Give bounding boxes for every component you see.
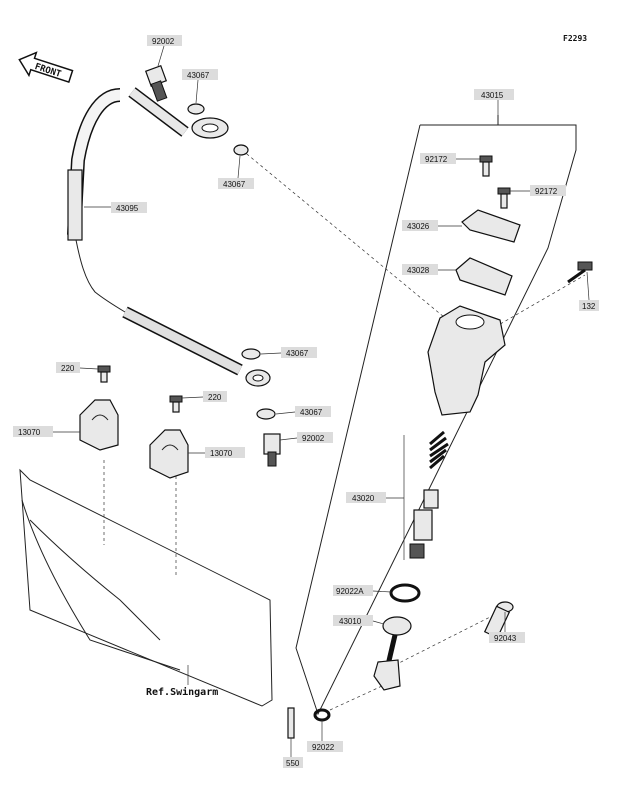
svg-text:220: 220	[208, 393, 222, 402]
label-13070-a: 13070	[13, 426, 80, 437]
clevis-pin	[483, 601, 514, 639]
label-43026: 43026	[402, 220, 462, 231]
label-92002-top: 92002	[147, 35, 182, 67]
label-43067-a: 43067	[218, 155, 254, 189]
front-arrow-icon: FRONT	[18, 51, 74, 83]
label-92172-b: 92172	[510, 185, 566, 196]
svg-text:92022A: 92022A	[336, 587, 364, 596]
brake-hose	[67, 88, 271, 387]
hose-clamp-a	[79, 399, 119, 451]
banjo-fitting-top	[128, 87, 229, 139]
washer-92022	[313, 708, 331, 722]
label-550: 550	[283, 738, 303, 768]
label-92043: 92043	[489, 612, 525, 643]
label-43067-b: 43067	[260, 347, 317, 358]
label-43067-c: 43067	[275, 406, 331, 417]
bolt-92172-b	[497, 187, 511, 209]
bolt-132	[567, 261, 593, 284]
svg-text:220: 220	[61, 364, 75, 373]
washer-43067-b	[241, 348, 261, 360]
svg-text:92172: 92172	[425, 155, 448, 164]
label-43020: 43020	[346, 435, 405, 560]
svg-text:132: 132	[582, 302, 596, 311]
bolt-220-a	[97, 365, 111, 383]
svg-text:550: 550	[286, 759, 300, 768]
label-92002-b: 92002	[279, 432, 333, 443]
svg-text:92002: 92002	[302, 434, 325, 443]
label-92172-a: 92172	[420, 153, 480, 164]
label-92022a: 92022A	[333, 585, 392, 596]
svg-text:13070: 13070	[18, 428, 41, 437]
svg-text:43028: 43028	[407, 266, 430, 275]
svg-text:43067: 43067	[286, 349, 309, 358]
washer-43067-a	[233, 144, 249, 156]
svg-text:92043: 92043	[494, 634, 517, 643]
washer-43067-c	[256, 408, 276, 420]
svg-text:92172: 92172	[535, 187, 558, 196]
label-43010: 43010	[333, 615, 385, 626]
label-13070-b: 13070	[188, 447, 245, 458]
circlip	[389, 583, 421, 603]
washer-43067-top	[187, 103, 205, 115]
piston-kit	[409, 430, 449, 559]
ref-swingarm-label: Ref.Swingarm	[146, 686, 218, 698]
figure-code: F2293	[563, 34, 587, 43]
label-43015: 43015	[474, 89, 514, 115]
svg-text:43067: 43067	[223, 180, 246, 189]
svg-text:43015: 43015	[481, 91, 504, 100]
swingarm-reference: Ref.Swingarm	[19, 468, 273, 707]
label-92022: 92022	[307, 720, 343, 752]
svg-text:92002: 92002	[152, 37, 175, 46]
label-220-a: 220	[56, 362, 99, 373]
label-220-b: 220	[181, 391, 227, 402]
label-132: 132	[579, 271, 599, 311]
hose-clamp-b	[149, 429, 189, 479]
bolt-220-b	[169, 395, 183, 413]
svg-text:43020: 43020	[352, 494, 375, 503]
banjo-bolt-lower	[263, 433, 281, 467]
label-43095: 43095	[84, 202, 147, 213]
label-43028: 43028	[402, 264, 456, 275]
diaphragm	[455, 257, 513, 296]
reservoir-cap	[461, 209, 521, 243]
bolt-92172-a	[479, 155, 493, 177]
svg-text:43010: 43010	[339, 617, 362, 626]
banjo-bolt-top	[144, 64, 168, 102]
master-cylinder-body	[427, 305, 506, 416]
label-43067-top: 43067	[182, 69, 218, 104]
svg-text:43067: 43067	[187, 71, 210, 80]
svg-text:43026: 43026	[407, 222, 430, 231]
svg-text:43095: 43095	[116, 204, 139, 213]
assembly-outline	[295, 124, 577, 716]
cotter-pin	[287, 707, 295, 739]
svg-text:43067: 43067	[300, 408, 323, 417]
push-rod	[373, 616, 412, 691]
svg-text:92022: 92022	[312, 743, 335, 752]
svg-text:13070: 13070	[210, 449, 233, 458]
